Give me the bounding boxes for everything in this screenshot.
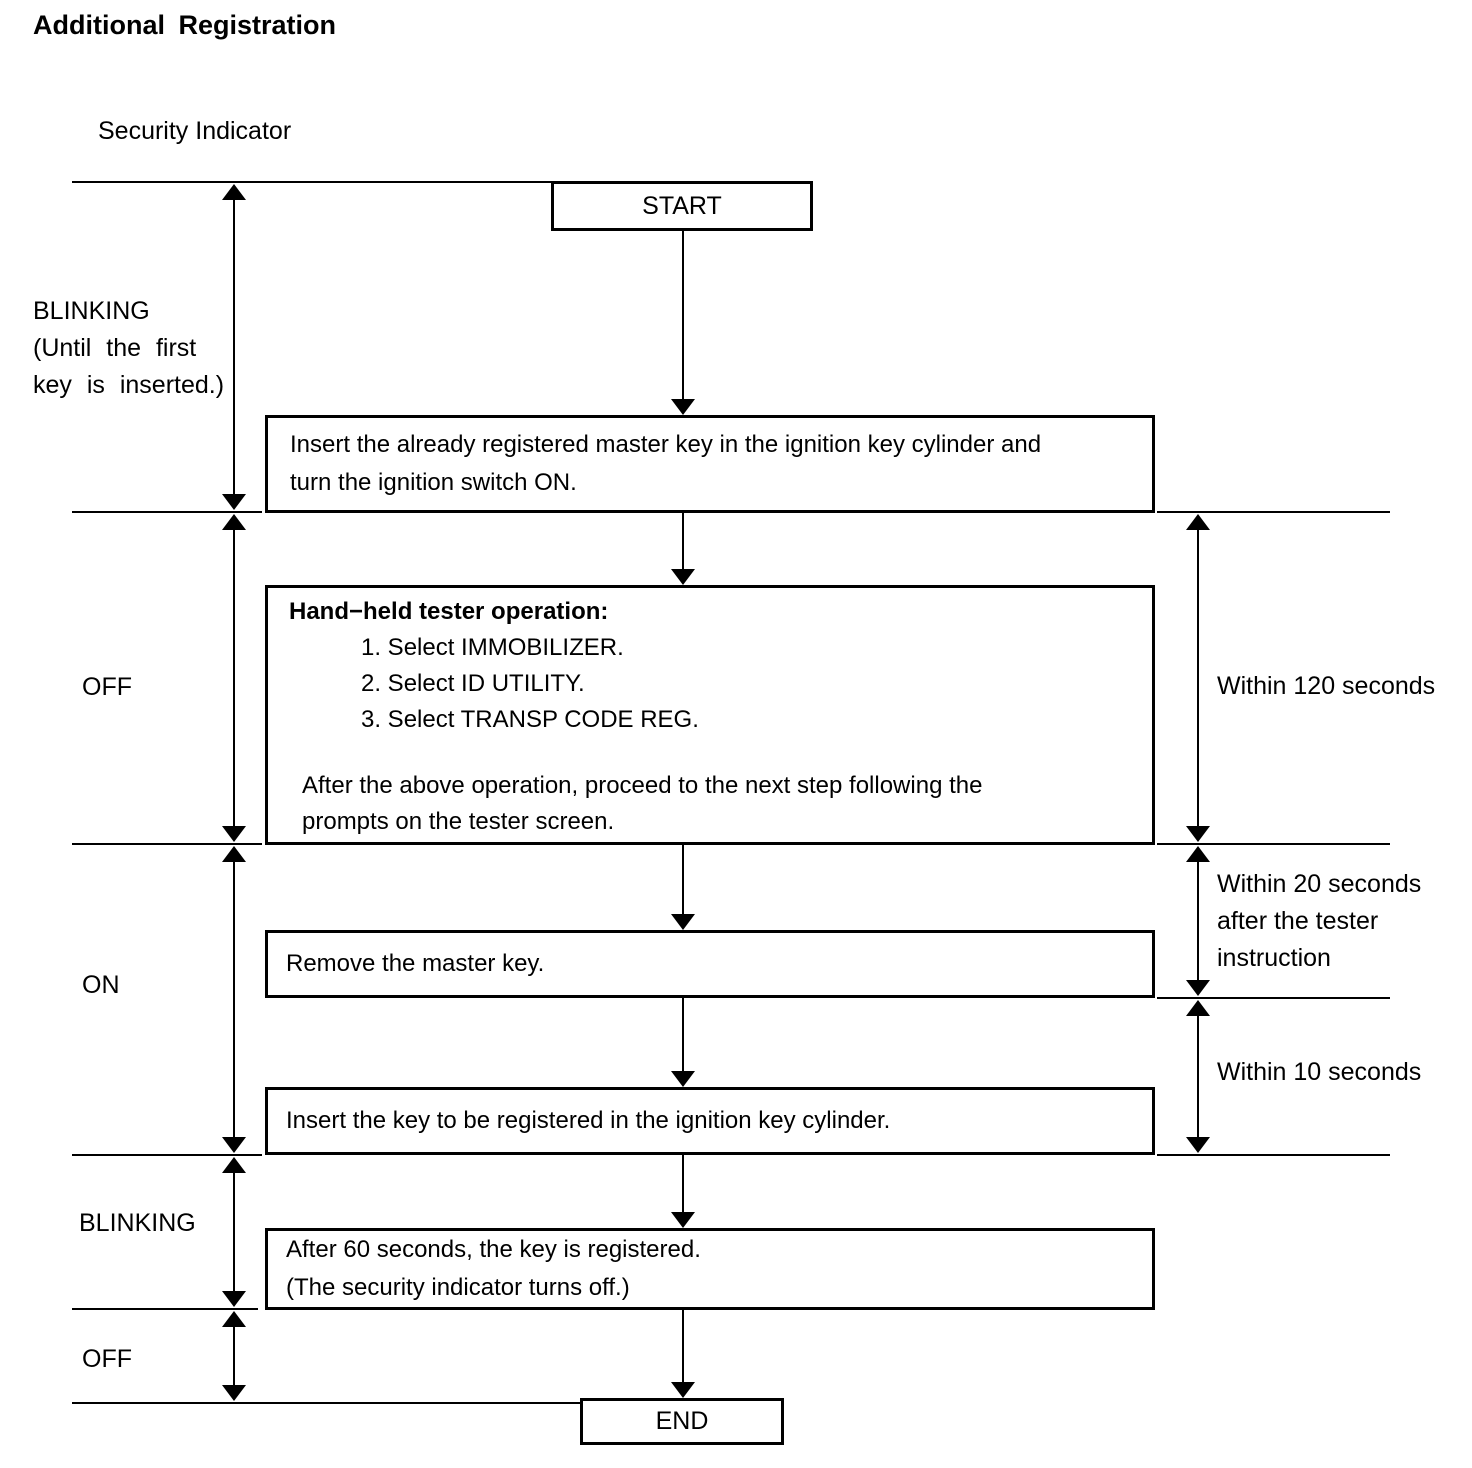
flow-arrow-2 [671,513,695,585]
arrow-up-icon [222,184,246,200]
timing-label-120s: Within 120 seconds [1217,672,1436,700]
step-text: Insert the already registered master key… [290,431,1042,496]
step-box-tester-operation: Hand−held tester operation: 1. Select IM… [265,585,1155,845]
range-arrow-10s [1186,1000,1210,1153]
step-box-key-registered: After 60 seconds, the key is registered.… [265,1228,1155,1310]
tester-operation-footer: After the above operation, proceed to th… [302,772,983,835]
state-label-on: ON [82,971,120,999]
tester-list-item-3: 3. Select TRANSP CODE REG. [361,706,699,733]
section-line-right-4 [1157,1154,1390,1156]
arrow-down-icon [222,1385,246,1401]
flow-arrow-6 [671,1310,695,1398]
step-text: After 60 seconds, the key is registered.… [286,1236,701,1301]
arrow-up-icon [1186,514,1210,530]
section-line-right-1 [1157,511,1390,513]
tester-list-item-2: 2. Select ID UTILITY. [361,670,585,697]
section-line-left-1 [72,511,262,513]
section-line-right-3 [1157,997,1390,999]
range-arrow-blinking-1 [222,184,246,510]
section-line-left-3 [72,1154,262,1156]
tester-operation-list: 1. Select IMMOBILIZER. 2. Select ID UTIL… [361,630,1132,738]
arrow-down-icon [222,1137,246,1153]
arrow-down-icon [1186,1137,1210,1153]
flow-arrow-4 [671,998,695,1087]
arrow-up-icon [1186,846,1210,862]
step-box-remove-master-key: Remove the master key. [265,930,1155,998]
arrow-down-icon [1186,826,1210,842]
arrow-down-icon [671,399,695,415]
section-line-top [72,181,551,183]
flow-arrow-3 [671,845,695,930]
start-node: START [551,181,813,231]
arrow-up-icon [222,1311,246,1327]
state-label-off-1: OFF [82,673,132,701]
range-arrow-off-1 [222,514,246,842]
section-line-bottom [72,1402,580,1404]
section-line-left-4 [72,1308,258,1310]
state-label-blinking-1: BLINKING (Until the first key is inserte… [33,297,225,399]
arrow-up-icon [222,514,246,530]
step-text: Insert the key to be registered in the i… [286,1107,891,1134]
step-box-insert-new-key: Insert the key to be registered in the i… [265,1087,1155,1155]
arrow-down-icon [671,569,695,585]
arrow-down-icon [1186,980,1210,996]
page-title: Additional Registration [33,10,336,40]
arrow-down-icon [671,1212,695,1228]
tester-operation-heading: Hand−held tester operation: [289,598,609,625]
range-arrow-off-2 [222,1311,246,1401]
state-label-blinking-2: BLINKING [79,1209,196,1237]
arrow-down-icon [222,494,246,510]
arrow-down-icon [671,1382,695,1398]
timing-label-20s: Within 20 seconds after the tester instr… [1217,870,1422,972]
section-line-right-2 [1157,843,1390,845]
flow-arrow-1 [671,231,695,415]
range-arrow-on [222,846,246,1153]
arrow-down-icon [671,914,695,930]
arrow-down-icon [222,1291,246,1307]
range-arrow-120s [1186,514,1210,842]
arrow-down-icon [671,1071,695,1087]
end-node: END [580,1398,784,1445]
arrow-down-icon [222,826,246,842]
security-indicator-label: Security Indicator [98,117,292,145]
arrow-up-icon [222,846,246,862]
state-label-off-2: OFF [82,1345,132,1373]
step-text: Remove the master key. [286,950,545,977]
section-line-left-2 [72,843,262,845]
arrow-up-icon [1186,1000,1210,1016]
timing-label-10s: Within 10 seconds [1217,1058,1422,1086]
range-arrow-blinking-2 [222,1157,246,1307]
step-box-insert-master-key: Insert the already registered master key… [265,415,1155,513]
tester-list-item-1: 1. Select IMMOBILIZER. [361,634,624,661]
flow-arrow-5 [671,1155,695,1228]
arrow-up-icon [222,1157,246,1173]
range-arrow-20s [1186,846,1210,996]
